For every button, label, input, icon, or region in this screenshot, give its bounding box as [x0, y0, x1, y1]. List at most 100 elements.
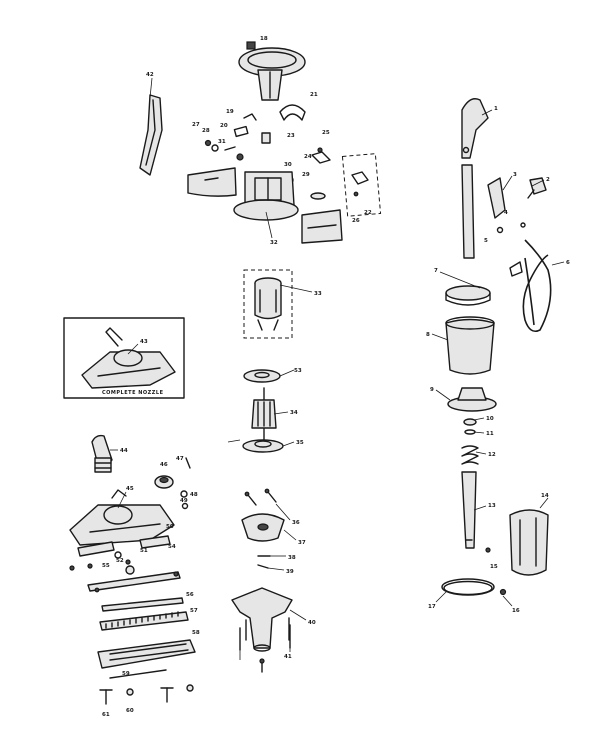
- callout-42: 42: [146, 72, 154, 78]
- part-34-armature: [251, 387, 277, 445]
- part-40-neck: [231, 587, 293, 652]
- part-36-screws: [244, 488, 277, 506]
- callout-38: 38: [288, 555, 296, 561]
- part-21-bracket: [279, 104, 306, 121]
- callout-28: 28: [202, 128, 210, 134]
- callout-18: 18: [260, 36, 268, 42]
- inset-label-complete-nozzle: COMPLETE NOZZLE: [102, 390, 164, 396]
- callout-55: 55: [102, 563, 110, 569]
- part-1-handle-grip: [461, 98, 489, 159]
- callout-27: 27: [192, 122, 200, 128]
- leader-lines: [110, 77, 565, 660]
- callout-12: 12: [488, 452, 496, 458]
- callout-37: 37: [298, 540, 306, 546]
- part-10-11-12-spring: [461, 418, 479, 465]
- callout-41: 41: [284, 654, 292, 660]
- callout-25: 25: [322, 130, 330, 136]
- callout-50: 50: [166, 524, 174, 530]
- part-7-ring: [445, 285, 491, 306]
- part-14-dust-cup: [509, 509, 549, 576]
- callout-47: 47: [176, 456, 184, 462]
- callout-34: 34: [290, 410, 298, 416]
- motor-box: [243, 269, 293, 339]
- callout-54: 54: [168, 544, 176, 550]
- callout-59: 59: [122, 671, 130, 677]
- callout-30: 30: [284, 162, 292, 168]
- callout-11: 11: [486, 431, 494, 437]
- part-15-pin: [485, 547, 491, 553]
- callout-61: 61: [102, 712, 110, 718]
- part-50-51-52-54-fittings: [77, 535, 171, 565]
- callout-40: 40: [308, 620, 316, 626]
- part-42-handle-piece: [139, 94, 163, 176]
- part-45-nozzle-cover: [69, 489, 175, 546]
- callout-58: 58: [192, 630, 200, 636]
- callout-21: 21: [310, 92, 318, 98]
- part-18-top-cap: [238, 41, 306, 101]
- callout-1: 1: [494, 106, 498, 112]
- callout-17: 17: [428, 604, 436, 610]
- callout-numbers: 1 2 3 4 5 6 7 8 9 10 11 12 13 14 15 16 1…: [102, 36, 570, 718]
- part-35-fan: [227, 439, 284, 453]
- callout-7: 7: [434, 268, 438, 274]
- part-37-fan-housing: [241, 513, 285, 542]
- callout-16: 16: [512, 608, 520, 614]
- part-43-complete-nozzle: [81, 327, 176, 389]
- part-8-bag-sleeve: [445, 316, 495, 375]
- part-22-clip: [351, 171, 369, 197]
- callout-36: 36: [292, 520, 300, 526]
- part-left-cover: [187, 167, 237, 197]
- callout-26: 26: [352, 218, 360, 224]
- part-16-clip: [499, 588, 507, 596]
- callout-32: 32: [270, 240, 278, 246]
- callout-53: 53: [294, 368, 302, 374]
- callout-2: 2: [546, 177, 550, 183]
- callout-52: 52: [116, 558, 124, 564]
- callout-43: 43: [140, 339, 148, 345]
- callout-10: 10: [486, 416, 494, 422]
- callout-46: 46: [160, 462, 168, 468]
- part-47-48-49-screws: [180, 457, 191, 510]
- callout-31: 31: [218, 139, 226, 145]
- callout-57: 57: [190, 608, 198, 614]
- part-57-brush: [99, 611, 189, 631]
- part-32-motor-housing: [233, 171, 299, 221]
- part-22-group-box: [341, 153, 382, 217]
- callout-15: 15: [490, 564, 498, 570]
- callout-19: 19: [226, 109, 234, 115]
- callout-14: 14: [541, 493, 549, 499]
- callout-60: 60: [126, 708, 134, 714]
- callout-3: 3: [513, 172, 517, 178]
- part-38-39-clips: [257, 555, 271, 569]
- complete-nozzle-inset-box: [63, 317, 185, 399]
- callout-51: 51: [140, 548, 148, 554]
- callout-33: 33: [314, 291, 322, 297]
- callout-29: 29: [302, 172, 310, 178]
- callout-13: 13: [488, 503, 496, 509]
- callout-24: 24: [304, 154, 312, 160]
- part-46-knob: [154, 475, 174, 489]
- callout-20: 20: [220, 123, 228, 129]
- callout-48: 48: [190, 492, 198, 498]
- callout-45: 45: [126, 486, 134, 492]
- part-17-belt-band: [441, 578, 495, 596]
- part-right-cover: [301, 209, 343, 244]
- part-6-power-cord: [509, 239, 552, 333]
- part-33-motor: [254, 277, 282, 331]
- part-2-3-switch: [487, 177, 547, 234]
- callout-49: 49: [180, 498, 188, 504]
- callout-9: 9: [430, 387, 434, 393]
- callout-8: 8: [426, 332, 430, 338]
- callout-44: 44: [120, 448, 128, 454]
- callout-6: 6: [566, 260, 570, 266]
- part-4-handle-tube: [461, 164, 475, 259]
- part-41-screws: [239, 624, 291, 673]
- callout-56: 56: [186, 592, 194, 598]
- callout-23: 23: [287, 133, 295, 139]
- callout-4: 4: [504, 210, 508, 216]
- callout-39: 39: [286, 569, 294, 575]
- part-59-60-61-feet: [99, 669, 194, 705]
- part-53-washer: [243, 369, 281, 383]
- callout-35: 35: [296, 440, 304, 446]
